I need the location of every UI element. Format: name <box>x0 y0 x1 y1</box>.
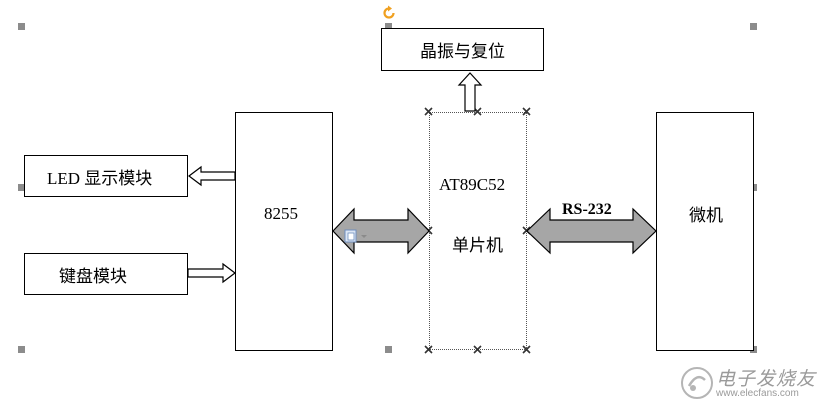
serial-link-label: RS-232 <box>560 201 614 219</box>
led-display-block: LED 显示模块 <box>24 155 188 197</box>
selection-handle[interactable] <box>385 23 392 30</box>
arrow-right-icon <box>187 262 236 284</box>
mcu-model-label: AT89C52 <box>439 175 506 194</box>
watermark: 电子发烧友 www.elecfans.com <box>680 362 820 404</box>
resize-handle-icon[interactable] <box>522 107 531 116</box>
watermark-logo-icon <box>681 367 713 399</box>
microcomputer-block: 微机 <box>656 112 754 351</box>
watermark-brand: 电子发烧友 <box>716 368 817 390</box>
resize-handle-icon[interactable] <box>424 345 433 354</box>
selection-handle[interactable] <box>18 346 25 353</box>
watermark-site: www.elecfans.com <box>716 388 799 399</box>
keyboard-label: 键盘模块 <box>59 266 127 286</box>
keyboard-block: 键盘模块 <box>24 253 188 295</box>
chip-8255-block: 8255 <box>235 112 333 351</box>
mcu-type-label: 单片机 <box>452 236 503 255</box>
resize-handle-icon[interactable] <box>473 345 482 354</box>
rotate-handle-icon[interactable] <box>381 5 397 21</box>
selection-handle[interactable] <box>18 23 25 30</box>
selection-handle[interactable] <box>18 184 25 191</box>
selection-handle[interactable] <box>385 346 392 353</box>
oscillator-reset-block: 晶振与复位 <box>381 28 544 71</box>
chip-8255-label: 8255 <box>264 204 298 223</box>
resize-handle-icon[interactable] <box>424 107 433 116</box>
resize-handle-icon[interactable] <box>522 345 531 354</box>
mcu-block[interactable]: AT89C52 单片机 <box>429 112 527 350</box>
microcomputer-label: 微机 <box>689 206 723 225</box>
arrow-left-icon <box>188 165 236 187</box>
arrow-up-icon <box>457 72 483 112</box>
led-display-label: LED 显示模块 <box>47 168 153 188</box>
paste-options-icon[interactable] <box>344 229 370 243</box>
double-arrow-mcu-pc-icon <box>526 207 657 255</box>
double-arrow-8255-mcu-icon <box>332 207 430 255</box>
oscillator-reset-label: 晶振与复位 <box>420 42 505 61</box>
selection-handle[interactable] <box>750 23 757 30</box>
